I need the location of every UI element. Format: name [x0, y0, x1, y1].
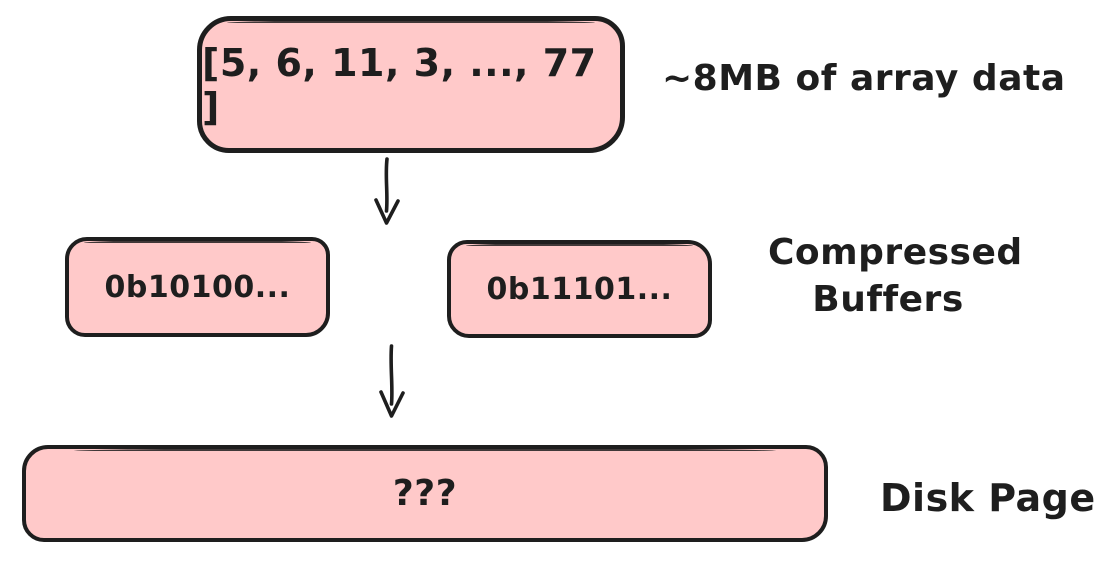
array-data-box: [5, 6, 11, 3, ..., 77 ]: [197, 16, 625, 153]
compressed-buffer-box-1: 0b10100...: [65, 237, 330, 337]
compressed-buffers-label: Compressed Buffers: [768, 230, 1023, 324]
disk-page-label: Disk Page: [880, 476, 1095, 520]
compressed-buffer-box-2: 0b11101...: [447, 240, 712, 338]
arrow-down-icon: [374, 157, 400, 225]
array-data-label: ~8MB of array data: [662, 58, 1066, 99]
compressed-buffers-label-line1: Compressed: [768, 232, 1023, 273]
array-data-text: [5, 6, 11, 3, ..., 77 ]: [202, 40, 597, 129]
disk-page-text: ???: [392, 473, 458, 514]
arrow-down-icon: [379, 344, 405, 418]
compressed-buffers-label-line2: Buffers: [812, 278, 964, 320]
disk-page-box: ???: [22, 445, 828, 542]
compressed-buffer-text-1: 0b10100...: [104, 269, 291, 305]
compressed-buffer-text-2: 0b11101...: [486, 271, 673, 307]
